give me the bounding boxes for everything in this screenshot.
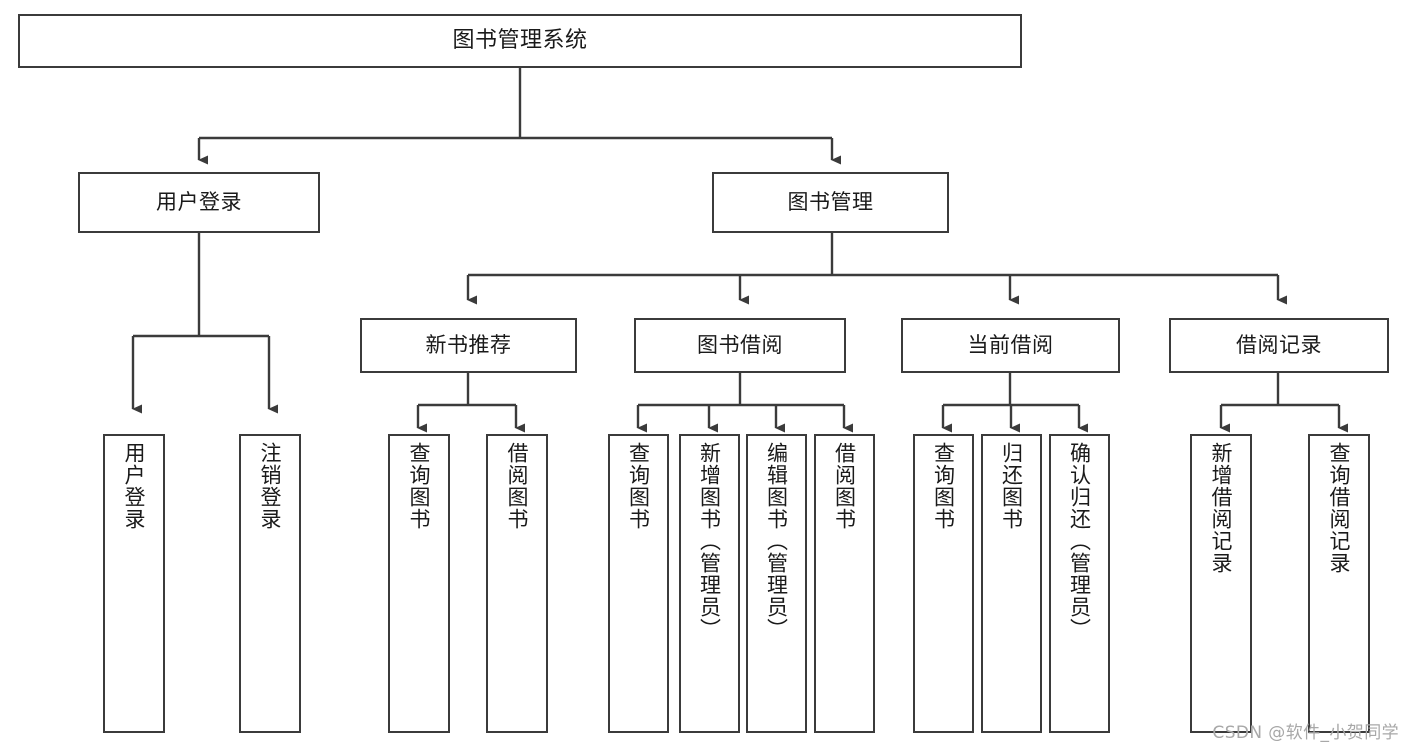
- node-leaf-record-add-record[interactable]: 新增借阅记录: [1190, 434, 1252, 733]
- node-root-system[interactable]: 图书管理系统: [18, 14, 1022, 68]
- node-leaf-newbook-query-book[interactable]: 查询图书: [388, 434, 450, 733]
- node-label: 借阅图书: [505, 442, 530, 530]
- node-label: 图书管理系统: [452, 28, 588, 54]
- node-user-login[interactable]: 用户登录: [78, 172, 320, 233]
- node-leaf-borrow-edit-book-admin[interactable]: 编辑图书（管理员）: [746, 434, 807, 733]
- node-label: 借阅记录: [1236, 333, 1322, 358]
- node-label: 归还图书: [999, 442, 1024, 530]
- node-book-borrow[interactable]: 图书借阅: [634, 318, 846, 373]
- node-leaf-current-return-book[interactable]: 归还图书: [981, 434, 1042, 733]
- node-label: 编辑图书（管理员）: [764, 442, 789, 640]
- node-leaf-borrow-query-book[interactable]: 查询图书: [608, 434, 669, 733]
- node-new-book-recommend[interactable]: 新书推荐: [360, 318, 577, 373]
- node-leaf-borrow-add-book-admin[interactable]: 新增图书（管理员）: [679, 434, 740, 733]
- node-book-management[interactable]: 图书管理: [712, 172, 949, 233]
- node-label: 图书借阅: [697, 333, 783, 358]
- node-label: 查询图书: [407, 442, 432, 530]
- node-label: 用户登录: [122, 442, 147, 530]
- node-label: 借阅图书: [832, 442, 857, 530]
- node-leaf-borrow-borrow-book[interactable]: 借阅图书: [814, 434, 875, 733]
- node-label: 查询图书: [626, 442, 651, 530]
- node-leaf-logout[interactable]: 注销登录: [239, 434, 301, 733]
- node-label: 新书推荐: [425, 333, 512, 358]
- node-borrow-record[interactable]: 借阅记录: [1169, 318, 1389, 373]
- node-label: 注销登录: [258, 442, 283, 530]
- node-leaf-user-login[interactable]: 用户登录: [103, 434, 165, 733]
- node-label: 确认归还（管理员）: [1067, 442, 1092, 640]
- node-leaf-newbook-borrow-book[interactable]: 借阅图书: [486, 434, 548, 733]
- node-current-borrow[interactable]: 当前借阅: [901, 318, 1120, 373]
- node-label: 新增借阅记录: [1209, 442, 1234, 574]
- node-leaf-current-confirm-return-admin[interactable]: 确认归还（管理员）: [1049, 434, 1110, 733]
- node-label: 查询借阅记录: [1327, 442, 1352, 574]
- node-leaf-current-query-book[interactable]: 查询图书: [913, 434, 974, 733]
- node-label: 新增图书（管理员）: [697, 442, 722, 640]
- node-label: 当前借阅: [967, 333, 1054, 358]
- node-label: 用户登录: [156, 190, 242, 215]
- node-label: 图书管理: [787, 190, 874, 215]
- node-label: 查询图书: [931, 442, 956, 530]
- node-leaf-record-query-record[interactable]: 查询借阅记录: [1308, 434, 1370, 733]
